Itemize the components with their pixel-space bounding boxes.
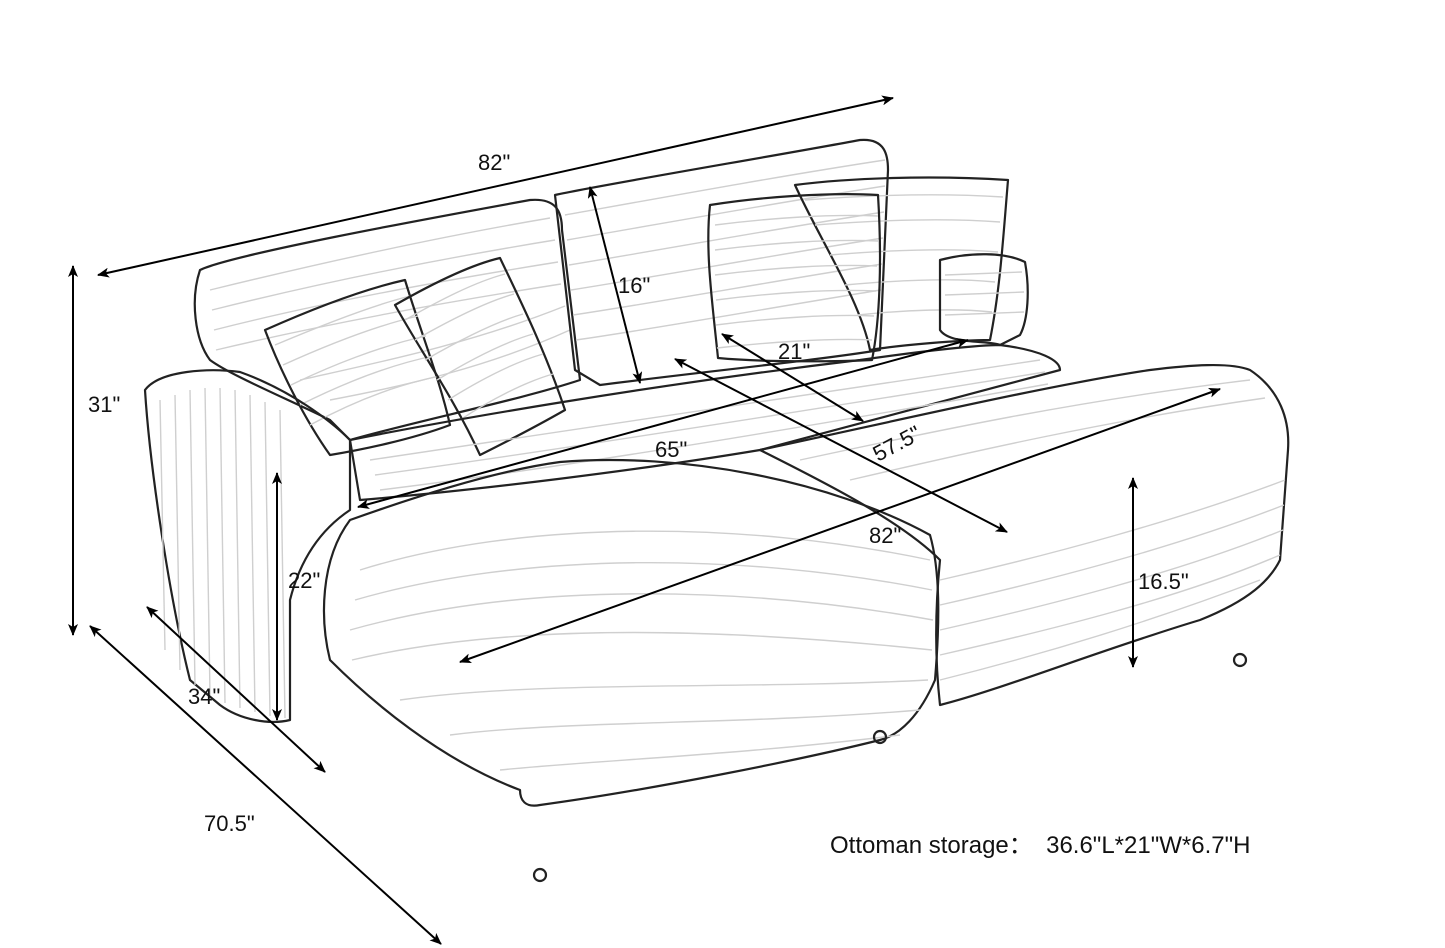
right-ottoman	[758, 363, 1290, 707]
arrow-ottoman-length	[459, 388, 1221, 663]
label-seat-width: 65"	[655, 437, 687, 462]
left-armrest	[143, 369, 352, 723]
ottoman-storage-note: Ottoman storage： 36.6"L*21"W*6.7"H	[830, 832, 1250, 859]
foot	[532, 867, 548, 883]
pillow-back-right	[793, 176, 1010, 352]
arrow-total-depth	[89, 625, 442, 945]
label-pillow-width: 21"	[778, 339, 810, 364]
arrow-seat-depth	[146, 606, 326, 773]
label-total-length: 82"	[478, 150, 510, 175]
label-seat-depth: 34"	[188, 684, 220, 709]
foot	[872, 729, 888, 745]
label-diagonal: 57.5"	[869, 421, 925, 467]
sofa-illustration	[143, 138, 1290, 883]
label-back-height: 16"	[618, 273, 650, 298]
arrow-diagonal	[674, 358, 1008, 533]
right-armrest	[938, 253, 1029, 347]
label-seat-height: 22"	[288, 568, 320, 593]
foot	[1232, 652, 1248, 668]
back-cushion-middle	[553, 138, 890, 387]
label-overall-height: 31"	[88, 392, 120, 417]
label-ottoman-length: 82"	[869, 523, 901, 548]
label-ottoman-height: 16.5"	[1138, 569, 1189, 594]
dimension-labels: 82" 16" 21" 31" 65" 57.5" 82" 22" 16.5" …	[88, 150, 1189, 836]
left-ottoman	[322, 458, 940, 807]
arrow-total-length	[97, 95, 894, 278]
back-cushion-left	[193, 198, 582, 442]
label-total-depth: 70.5"	[204, 811, 255, 836]
dimension-arrows	[68, 95, 1221, 945]
